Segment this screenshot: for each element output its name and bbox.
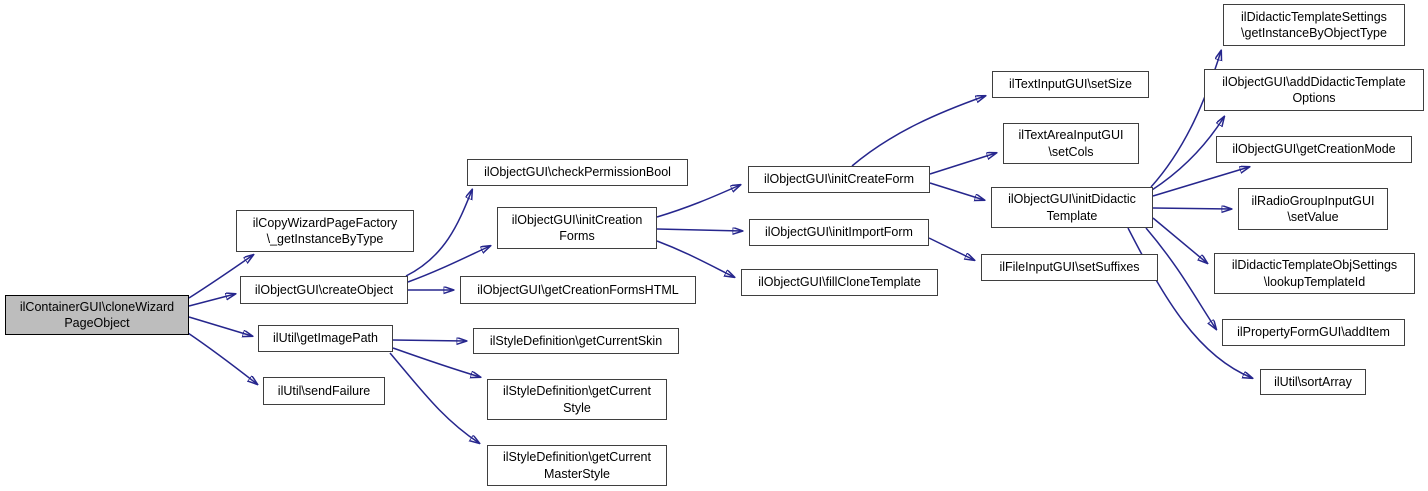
node-label: ilStyleDefinition\getCurrentSkin	[489, 333, 663, 348]
node-label: ilObjectGUI\initCreation Forms	[511, 212, 643, 244]
edge-initCreationForms-initImportForm	[656, 229, 742, 231]
node-label: ilStyleDefinition\getCurrent Style	[503, 384, 651, 415]
node-label: ilDidacticTemplateObjSettings \lookupTem…	[1231, 258, 1398, 289]
edge-cloneWizardPageObject-sendFailure	[187, 332, 257, 384]
node-send-failure[interactable]: ilUtil\sendFailure	[263, 377, 385, 405]
node-check-permission-bool[interactable]: ilObjectGUI\checkPermissionBool	[467, 159, 688, 186]
node-fill-clone-template[interactable]: ilObjectGUI\fillCloneTemplate	[741, 269, 938, 296]
node-label: ilCopyWizardPageFactory \_getInstanceByT…	[252, 215, 398, 247]
edge-initDidacticTemplate-addItem	[1145, 227, 1216, 329]
node-init-didactic-template[interactable]: ilObjectGUI\initDidactic Template	[991, 187, 1153, 228]
edge-getImagePath-getCurrentSkin	[392, 340, 466, 341]
node-label: ilObjectGUI\addDidacticTemplate Options	[1222, 74, 1406, 106]
node-get-instance-by-object-type[interactable]: ilDidacticTemplateSettings \getInstanceB…	[1223, 4, 1405, 46]
node-add-didactic-template-options[interactable]: ilObjectGUI\addDidacticTemplate Options	[1204, 69, 1424, 111]
node-label: ilStyleDefinition\getCurrent MasterStyle	[503, 450, 651, 481]
node-copy-wizard-page-factory-get-instance-by-type[interactable]: ilCopyWizardPageFactory \_getInstanceByT…	[236, 210, 414, 252]
edge-initCreateForm-setSize	[851, 96, 985, 167]
node-get-image-path[interactable]: ilUtil\getImagePath	[258, 325, 393, 352]
edge-createObject-checkPermissionBool	[405, 190, 472, 277]
node-init-create-form[interactable]: ilObjectGUI\initCreateForm	[748, 166, 930, 193]
edge-initCreateForm-setCols	[929, 153, 996, 175]
node-label: ilObjectGUI\initCreateForm	[763, 172, 915, 187]
node-label: ilTextInputGUI\setSize	[1009, 77, 1132, 92]
node-sort-array[interactable]: ilUtil\sortArray	[1260, 369, 1366, 395]
edge-initDidacticTemplate-getCreationMode	[1152, 167, 1249, 197]
node-lookup-template-id[interactable]: ilDidacticTemplateObjSettings \lookupTem…	[1214, 253, 1415, 294]
node-set-size[interactable]: ilTextInputGUI\setSize	[992, 71, 1149, 98]
edge-initCreationForms-initCreateForm	[656, 185, 740, 218]
edge-cloneWizardPageObject-getImagePath	[188, 316, 252, 336]
edge-initDidacticTemplate-getInstanceByObjectType	[1150, 51, 1221, 188]
edge-initDidacticTemplate-setValue	[1152, 208, 1231, 209]
node-add-item[interactable]: ilPropertyFormGUI\addItem	[1222, 319, 1405, 346]
node-get-current-skin[interactable]: ilStyleDefinition\getCurrentSkin	[473, 328, 679, 354]
node-set-cols[interactable]: ilTextAreaInputGUI \setCols	[1003, 123, 1139, 164]
node-label: ilContainerGUI\cloneWizard PageObject	[19, 299, 175, 331]
node-get-current-style[interactable]: ilStyleDefinition\getCurrent Style	[487, 379, 667, 420]
node-init-import-form[interactable]: ilObjectGUI\initImportForm	[749, 219, 929, 246]
edge-initDidacticTemplate-lookupTemplateId	[1152, 217, 1207, 263]
node-label: ilDidacticTemplateSettings \getInstanceB…	[1241, 9, 1387, 41]
node-init-creation-forms[interactable]: ilObjectGUI\initCreation Forms	[497, 207, 657, 249]
node-set-value[interactable]: ilRadioGroupInputGUI \setValue	[1238, 188, 1388, 230]
node-get-creation-forms-html[interactable]: ilObjectGUI\getCreationFormsHTML	[460, 276, 696, 304]
node-label: ilUtil\sortArray	[1274, 374, 1352, 389]
node-get-current-master-style[interactable]: ilStyleDefinition\getCurrent MasterStyle	[487, 445, 667, 486]
node-label: ilUtil\sendFailure	[277, 383, 371, 398]
node-label: ilObjectGUI\checkPermissionBool	[484, 165, 671, 180]
node-clone-wizard-page-object: ilContainerGUI\cloneWizard PageObject	[5, 295, 189, 335]
node-label: ilFileInputGUI\setSuffixes	[999, 260, 1140, 275]
edge-initCreateForm-initDidacticTemplate	[929, 182, 984, 200]
node-label: ilUtil\getImagePath	[273, 331, 378, 346]
node-set-suffixes[interactable]: ilFileInputGUI\setSuffixes	[981, 254, 1158, 281]
node-label: ilRadioGroupInputGUI \setValue	[1251, 193, 1375, 225]
node-label: ilObjectGUI\fillCloneTemplate	[758, 275, 921, 290]
edge-createObject-initCreationForms	[407, 246, 490, 283]
edge-initDidacticTemplate-addDidacticTemplateOptions	[1151, 117, 1224, 191]
edge-cloneWizardPageObject-createObject	[188, 294, 235, 307]
edge-initDidacticTemplate-sortArray	[1127, 227, 1252, 378]
node-label: ilPropertyFormGUI\addItem	[1237, 325, 1390, 340]
node-label: ilTextAreaInputGUI \setCols	[1018, 128, 1124, 159]
edge-getImagePath-getCurrentStyle	[392, 347, 480, 377]
edge-getImagePath-getCurrentMasterStyle	[389, 352, 479, 443]
node-label: ilObjectGUI\initDidactic Template	[1008, 192, 1136, 223]
node-label: ilObjectGUI\createObject	[254, 282, 394, 297]
node-get-creation-mode[interactable]: ilObjectGUI\getCreationMode	[1216, 136, 1412, 163]
node-create-object[interactable]: ilObjectGUI\createObject	[240, 276, 408, 304]
edge-initImportForm-setSuffixes	[928, 237, 974, 260]
node-label: ilObjectGUI\initImportForm	[765, 225, 913, 240]
node-label: ilObjectGUI\getCreationFormsHTML	[477, 282, 679, 297]
node-label: ilObjectGUI\getCreationMode	[1232, 142, 1396, 157]
edge-initCreationForms-fillCloneTemplate	[656, 240, 734, 277]
edge-cloneWizardPageObject-getInstanceByType	[188, 255, 253, 299]
